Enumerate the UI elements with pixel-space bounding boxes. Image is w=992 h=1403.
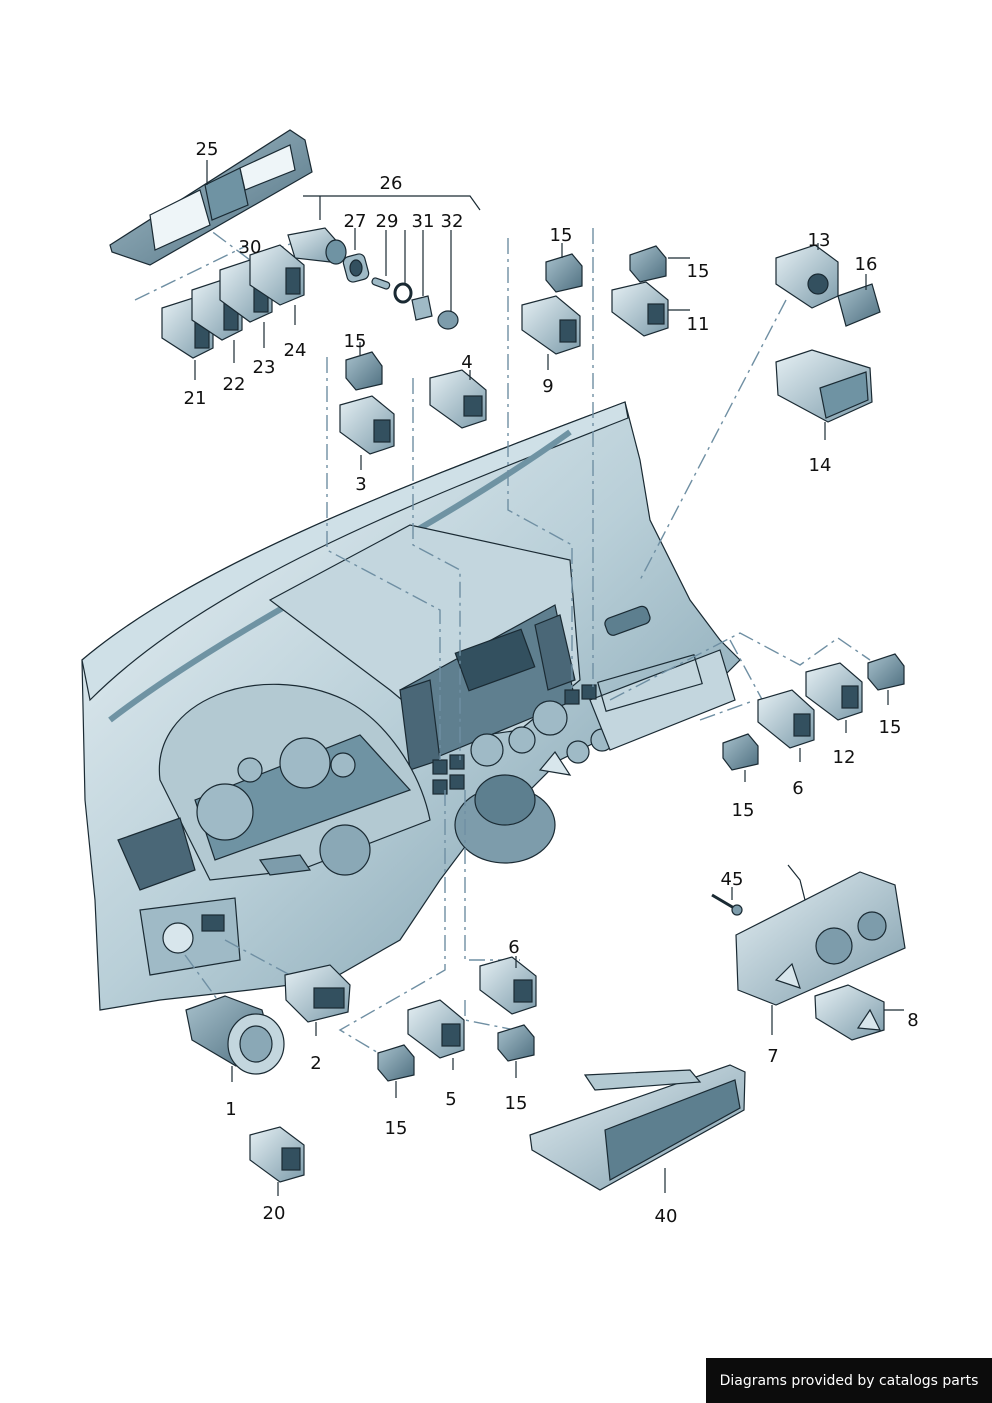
callout-3: 3 [355,474,367,495]
callout-22: 22 [222,374,246,395]
callout-15-top-right: 15 [686,261,710,282]
callout-14: 14 [808,455,832,476]
callout-29: 29 [375,211,399,232]
callout-16: 16 [854,254,878,275]
credit-banner: Diagrams provided by catalogs parts [706,1358,992,1403]
part-26-ignition-switch [287,227,347,265]
part-15-blank [345,245,905,1082]
callout-15-right: 15 [878,717,902,738]
callout-6-right: 6 [792,778,804,799]
callout-24: 24 [283,340,307,361]
callout-15-lower-center: 15 [504,1093,528,1114]
callout-7: 7 [767,1046,779,1067]
part-13-switch [775,244,839,309]
callout-40: 40 [654,1206,678,1227]
callout-6-lower: 6 [508,937,520,958]
callout-31: 31 [411,211,435,232]
part-27 [342,253,370,283]
callout-9: 9 [542,376,554,397]
part-switch-modules [249,281,863,1183]
part-7-hazard-climate-unit [735,864,906,1006]
callout-20: 20 [262,1203,286,1224]
callout-21: 21 [183,388,207,409]
callout-4: 4 [461,352,473,373]
part-2-switch [284,964,351,1023]
callout-15-top-center: 15 [549,225,573,246]
callout-5: 5 [445,1089,457,1110]
callout-1: 1 [225,1099,237,1120]
callout-15-mid-right: 15 [731,800,755,821]
part-29 [371,277,391,290]
callout-15-upper-left: 15 [343,331,367,352]
callout-15-lower-left: 15 [384,1118,408,1139]
callout-27: 27 [343,211,367,232]
part-25-trim-panel [109,129,313,266]
part-8-hazard-switch [814,984,885,1041]
part-31 [393,282,433,321]
callout-2: 2 [310,1053,322,1074]
dashboard-assembly [81,401,741,1011]
callout-8: 8 [907,1010,919,1031]
part-40-climatronic [529,1064,746,1191]
callout-25: 25 [195,139,219,160]
callout-32: 32 [440,211,464,232]
part-24-switch [249,244,305,306]
part-1-light-switch [185,995,285,1075]
part-14-passenger-airbag-indicator [775,349,873,423]
callout-13: 13 [807,230,831,251]
part-45-screw [711,893,743,916]
callout-11: 11 [686,314,710,335]
part-32 [437,310,459,330]
callout-ticks [194,160,904,1196]
callout-12: 12 [832,747,856,768]
callout-23: 23 [252,357,276,378]
callout-30: 30 [238,237,262,258]
callout-26: 26 [379,173,403,194]
callout-45: 45 [720,869,744,890]
